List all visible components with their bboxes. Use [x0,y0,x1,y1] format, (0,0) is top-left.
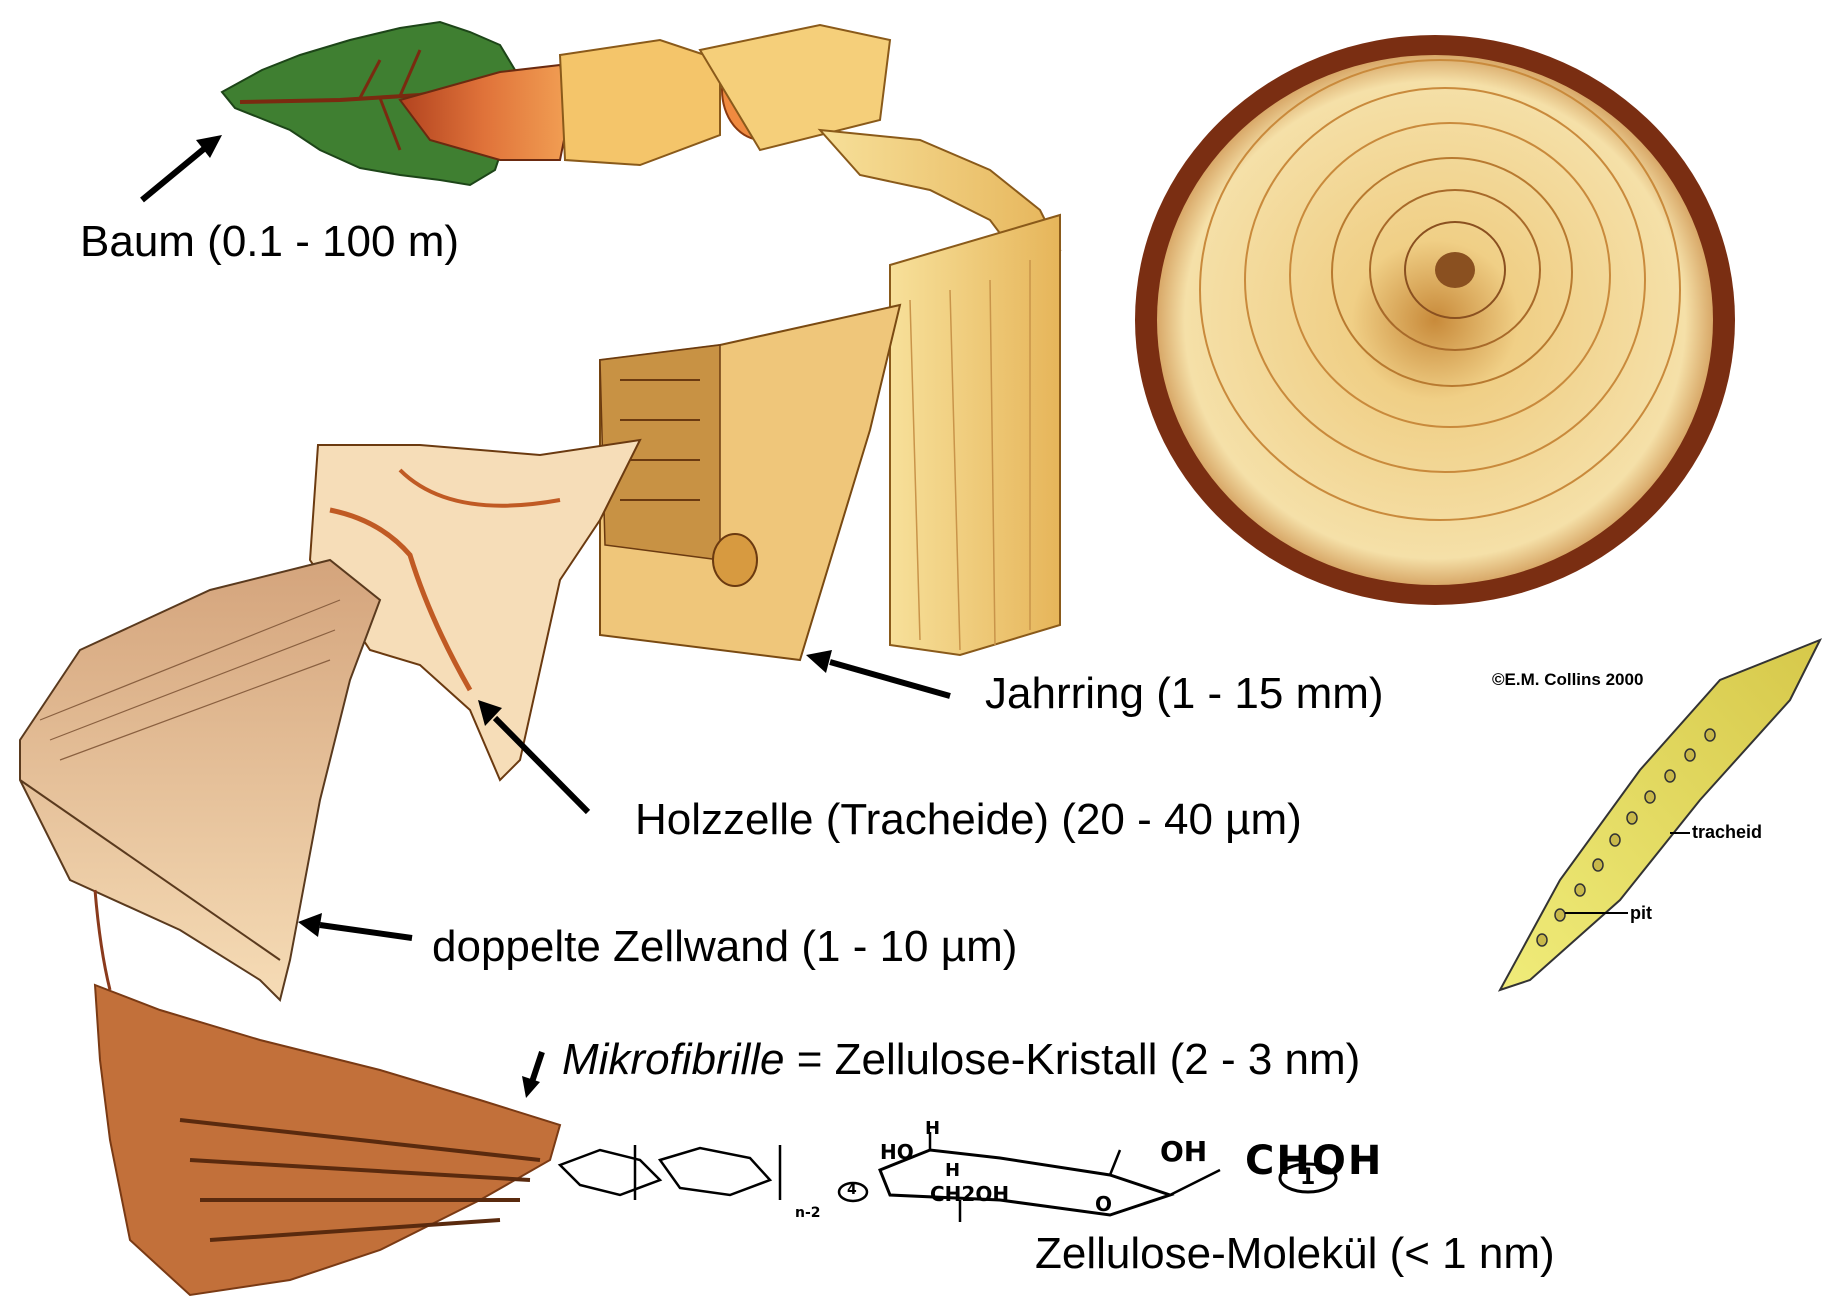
formula-ch2oh: CH2OH [930,1182,1009,1206]
tree-ring-disc [1135,35,1735,605]
arrow-zellwand [298,913,412,938]
tracheid-label: tracheid [1692,822,1762,843]
pit-label: pit [1630,903,1652,924]
annual-ring-block [600,305,900,660]
label-holzzelle: Holzzelle (Tracheide) (20 - 40 µm) [635,798,1302,842]
label-mikrofibrille-desc: = Zellulose-Kristall (2 - 3 nm) [784,1035,1360,1084]
formula-h-top: H [925,1118,940,1139]
cell-wall-block [20,560,380,1000]
label-mikrofibrille-term: Mikrofibrille [562,1035,784,1084]
label-baum: Baum (0.1 - 100 m) [80,220,459,264]
formula-o: O [1095,1192,1112,1216]
arrow-baum [142,135,222,200]
tracheid-cell [1500,640,1820,990]
formula-oh: OH [1160,1135,1207,1168]
label-mikrofibrille: Mikrofibrille = Zellulose-Kristall (2 - … [562,1038,1360,1082]
arrow-jahrring [806,650,950,696]
label-zellwand: doppelte Zellwand (1 - 10 µm) [432,925,1017,969]
formula-h-mid: H [945,1160,960,1181]
wood-board [890,215,1060,655]
formula-four: 4 [847,1182,857,1198]
arrow-mikrofibrille [522,1052,542,1098]
formula-ho: HO [880,1140,914,1164]
label-jahrring: Jahrring (1 - 15 mm) [985,672,1384,716]
formula-one: 1 [1300,1165,1315,1190]
label-molekuel: Zellulose-Molekül (< 1 nm) [1035,1232,1555,1276]
copyright-credit: ©E.M. Collins 2000 [1492,670,1643,690]
formula-n2: n-2 [795,1205,821,1221]
